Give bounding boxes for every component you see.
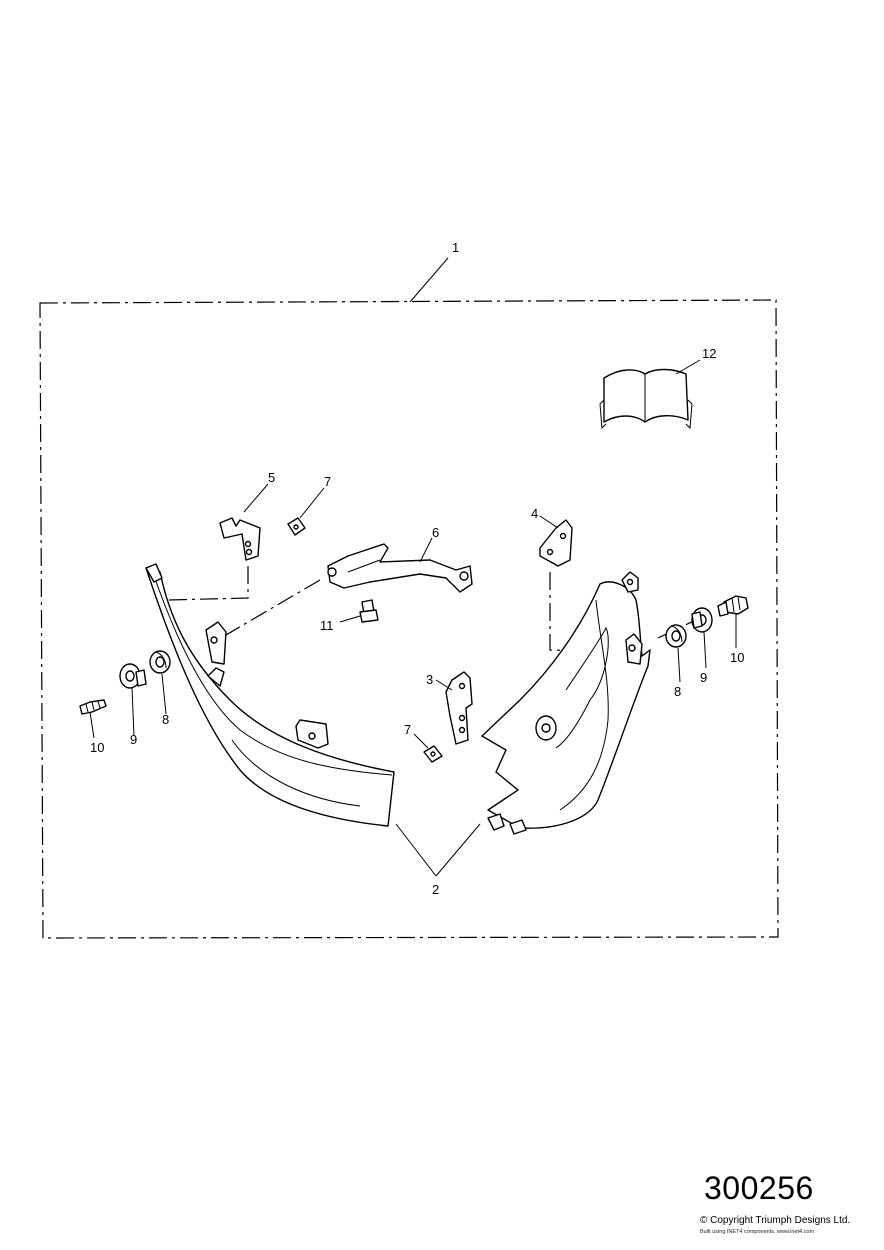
leader-2 xyxy=(395,823,481,877)
bracket-4-icon[interactable] xyxy=(539,519,573,567)
callout-9a[interactable]: 9 xyxy=(130,732,137,747)
leader-8b xyxy=(677,647,681,683)
callout-1[interactable]: 1 xyxy=(452,240,459,255)
belly-pan-right-icon[interactable] xyxy=(481,571,651,835)
callout-7b[interactable]: 7 xyxy=(404,722,411,737)
handbook-icon[interactable] xyxy=(599,368,693,430)
leader-4 xyxy=(539,515,559,529)
leader-7a xyxy=(299,487,325,519)
belly-pan-left-icon[interactable] xyxy=(145,563,395,827)
leader-10a xyxy=(89,711,95,739)
callout-10b[interactable]: 10 xyxy=(730,650,744,665)
callout-4[interactable]: 4 xyxy=(531,506,538,521)
callout-11[interactable]: 11 xyxy=(320,618,334,633)
leader-9a xyxy=(131,687,135,737)
callout-2[interactable]: 2 xyxy=(432,882,439,897)
screw-10-left-icon[interactable] xyxy=(79,699,107,715)
leader-7b xyxy=(413,733,429,749)
diagram-number: 300256 xyxy=(704,1170,814,1206)
square-nut-7b-icon[interactable] xyxy=(423,745,443,763)
screw-11-icon[interactable] xyxy=(359,599,379,623)
grommet-8-left-icon[interactable] xyxy=(149,650,171,674)
callout-3[interactable]: 3 xyxy=(426,672,433,687)
build-credit: Built using INET4 components. www.inet4.… xyxy=(700,1229,815,1235)
leader-8a xyxy=(161,673,167,715)
callout-8b[interactable]: 8 xyxy=(674,684,681,699)
callout-8a[interactable]: 8 xyxy=(162,712,169,727)
alignment-left xyxy=(167,566,321,643)
callout-9b[interactable]: 9 xyxy=(700,670,707,685)
callout-5[interactable]: 5 xyxy=(268,470,275,485)
leader-3 xyxy=(435,679,453,691)
callout-12[interactable]: 12 xyxy=(702,346,716,361)
support-bracket-6-icon[interactable] xyxy=(327,543,473,593)
leader-9b xyxy=(703,631,707,669)
kit-boundary xyxy=(39,299,779,939)
screw-10-right-icon[interactable] xyxy=(717,595,749,617)
callout-6[interactable]: 6 xyxy=(432,525,439,540)
copyright-notice: © Copyright Triumph Designs Ltd. xyxy=(700,1215,851,1226)
bracket-5-icon[interactable] xyxy=(219,517,261,561)
bracket-3-icon[interactable] xyxy=(445,671,473,745)
spacer-9-left-icon[interactable] xyxy=(119,663,147,689)
square-nut-7-icon[interactable] xyxy=(287,517,306,536)
callout-10a[interactable]: 10 xyxy=(90,740,104,755)
callout-7a[interactable]: 7 xyxy=(324,474,331,489)
leader-11 xyxy=(339,615,361,623)
spacer-9-right-icon[interactable] xyxy=(691,607,713,633)
leader-6 xyxy=(419,537,433,563)
leader-12 xyxy=(675,359,701,375)
leader-5 xyxy=(243,483,269,513)
leader-1 xyxy=(409,257,449,303)
grommet-8-right-icon[interactable] xyxy=(665,624,687,648)
